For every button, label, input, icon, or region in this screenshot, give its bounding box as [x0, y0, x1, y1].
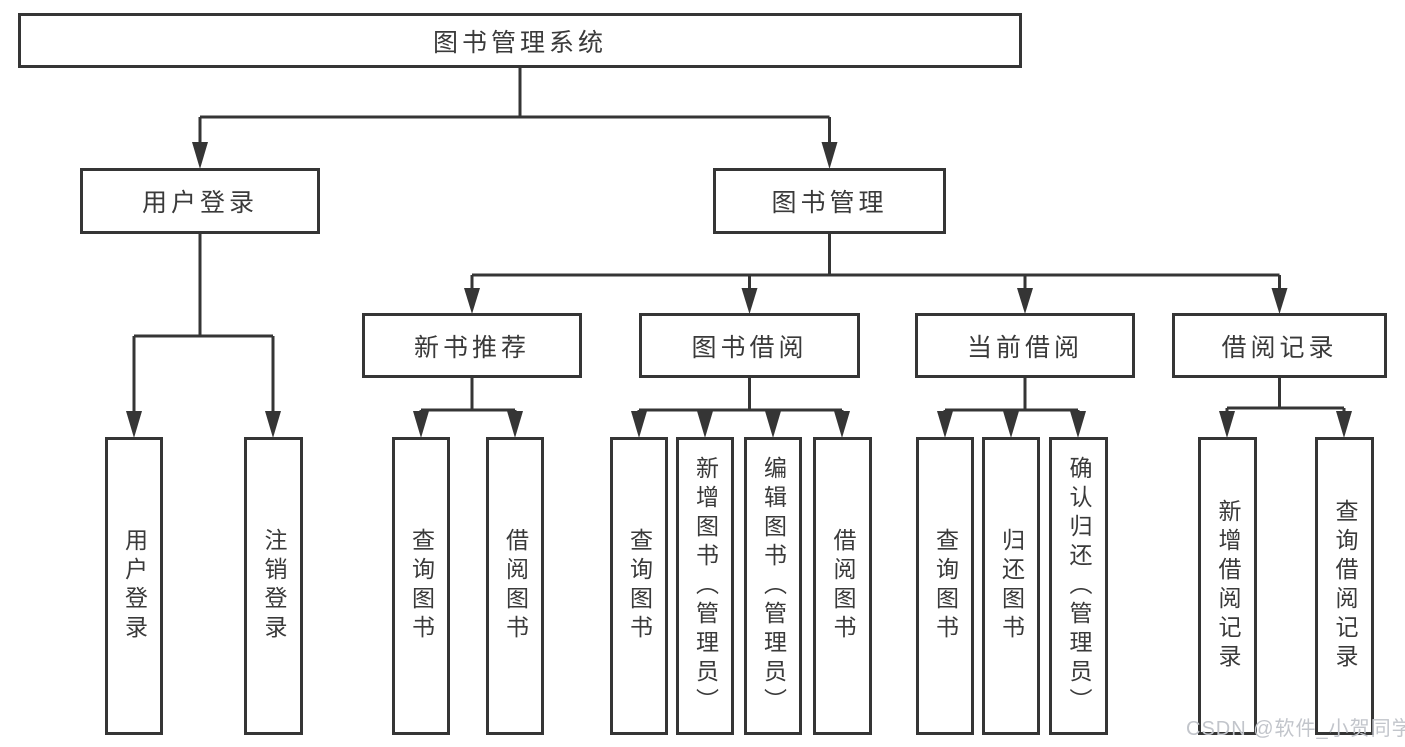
node-label: 归还图书 [998, 528, 1025, 644]
leaf-user-login: 用户登录 [105, 437, 163, 735]
node-label: 图书管理系统 [432, 28, 607, 57]
node-label: 新增图书（管理员） [692, 455, 719, 717]
node-label: 当前借阅 [966, 333, 1083, 362]
node-label: 注销登录 [261, 528, 287, 644]
node-borrowing-records: 借阅记录 [1172, 313, 1387, 378]
connector-new-book-recommendation-to-leaves [413, 378, 523, 438]
node-label: 查询图书 [408, 528, 435, 644]
leaf-confirm-return-admin: 确认归还（管理员） [1049, 437, 1108, 735]
node-label: 图书管理 [771, 189, 888, 217]
leaf-borrow-books-recommend: 借阅图书 [486, 437, 544, 735]
node-label: 查询图书 [626, 528, 653, 644]
leaf-query-books-current: 查询图书 [916, 437, 974, 735]
leaf-query-borrow-record: 查询借阅记录 [1315, 437, 1374, 735]
node-label: 新增借阅记录 [1215, 499, 1241, 673]
node-label: 用户登录 [141, 189, 258, 217]
leaf-query-books-borrowing: 查询图书 [610, 437, 668, 735]
leaf-add-books-admin: 新增图书（管理员） [676, 437, 734, 735]
node-book-borrowing: 图书借阅 [639, 313, 860, 378]
connector-borrowing-records-to-leaves [1219, 378, 1352, 438]
node-label: 用户登录 [121, 528, 148, 644]
node-label: 借阅图书 [502, 528, 529, 644]
node-label: 确认归还（管理员） [1066, 455, 1092, 717]
node-label: 查询借阅记录 [1332, 499, 1358, 673]
leaf-add-borrow-record: 新增借阅记录 [1198, 437, 1257, 735]
connector-book-borrowing-to-leaves [631, 378, 850, 438]
leaf-logout: 注销登录 [244, 437, 303, 735]
csdn-watermark: CSDN @软件_小贺同学 [1186, 718, 1405, 740]
node-label: 借阅记录 [1221, 333, 1338, 362]
leaf-query-books-recommend: 查询图书 [392, 437, 450, 735]
node-label: 编辑图书（管理员） [760, 455, 787, 717]
node-user-login: 用户登录 [80, 168, 320, 234]
node-current-borrowing: 当前借阅 [915, 313, 1135, 378]
connector-current-borrowing-to-leaves [937, 378, 1086, 438]
connector-book-management-to-level3 [464, 234, 1288, 314]
node-book-management-system: 图书管理系统 [18, 13, 1022, 68]
node-label: 图书借阅 [691, 333, 808, 362]
node-label: 借阅图书 [830, 528, 856, 644]
node-book-management: 图书管理 [713, 168, 946, 234]
connector-root-to-level2 [192, 68, 838, 169]
connector-user-login-to-leaves [126, 234, 281, 438]
node-label: 新书推荐 [413, 333, 530, 362]
leaf-edit-books-admin: 编辑图书（管理员） [744, 437, 802, 735]
leaf-borrow-books-borrowing: 借阅图书 [813, 437, 872, 735]
node-new-book-recommendation: 新书推荐 [362, 313, 582, 378]
leaf-return-books: 归还图书 [982, 437, 1040, 735]
node-label: 查询图书 [932, 528, 959, 644]
